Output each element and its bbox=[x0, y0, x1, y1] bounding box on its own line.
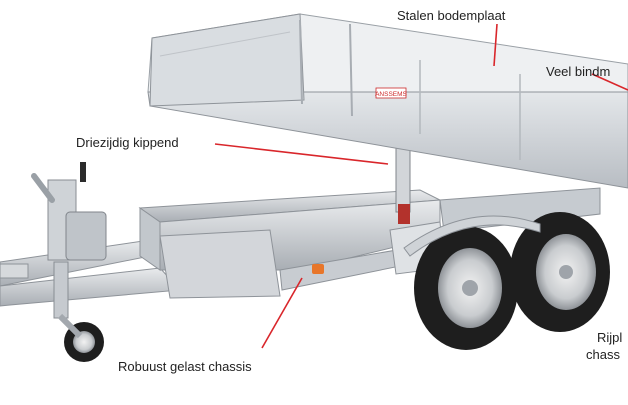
pointer-line bbox=[493, 23, 498, 67]
label-bottom-plate: Stalen bodemplaat bbox=[397, 8, 506, 23]
pointer-line bbox=[214, 143, 389, 165]
wheel bbox=[414, 226, 518, 350]
mudguard bbox=[403, 215, 541, 257]
brand-badge-text: ANSSEMS bbox=[375, 91, 407, 98]
pointer-lines bbox=[214, 23, 628, 349]
pointer-line bbox=[261, 277, 303, 349]
label-tie-downs: Veel bindm bbox=[546, 64, 611, 79]
pointer-line bbox=[591, 73, 628, 91]
label-axle-line1: Rijpl bbox=[597, 330, 623, 345]
wheel bbox=[510, 212, 610, 332]
jockey-wheel bbox=[53, 261, 104, 362]
label-axle-line2: chass bbox=[586, 347, 620, 362]
tipping-box: ANSSEMS bbox=[147, 13, 628, 189]
hitch-coupling bbox=[31, 162, 107, 261]
label-chassis: Robuust gelast chassis bbox=[118, 359, 252, 374]
label-tipper: Driezijdig kippend bbox=[76, 135, 179, 150]
reflector bbox=[312, 264, 324, 274]
drawbar bbox=[0, 239, 182, 307]
chassis-frame bbox=[138, 187, 601, 299]
hydraulic-cylinder bbox=[395, 147, 411, 224]
brand-badge bbox=[375, 87, 407, 99]
